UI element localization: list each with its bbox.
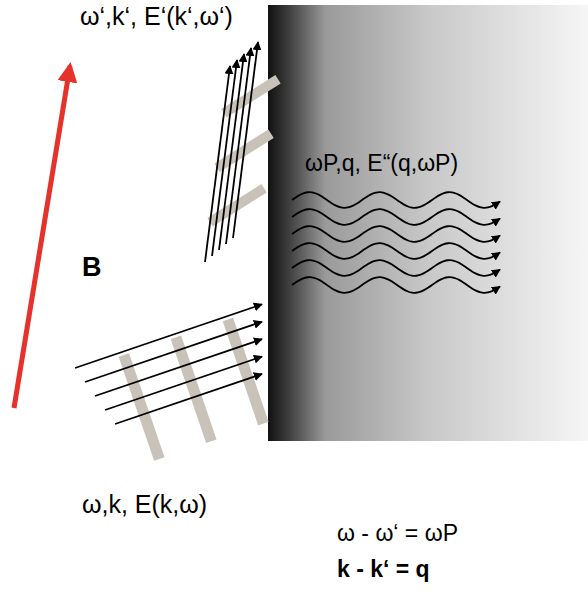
plasmon-wave <box>292 192 500 208</box>
ray-arrow <box>105 357 262 410</box>
plasmon-wave <box>292 209 500 225</box>
magnetic-field-arrow <box>14 66 70 408</box>
energy-conservation: ω - ω‘ = ωP <box>337 520 458 546</box>
field-label: B <box>82 252 102 283</box>
ray-arrow <box>205 66 230 262</box>
plasmon-waves <box>292 192 500 293</box>
ray-arrow <box>95 339 262 396</box>
plasmon-label: ωP,q, E“(q,ωP) <box>305 150 458 176</box>
ray-arrow <box>233 42 258 238</box>
ray-arrow <box>85 322 262 382</box>
wavefront-bar <box>228 320 263 424</box>
metal-surface <box>268 5 588 441</box>
scattered-wave-label: ω‘,k‘, E‘(k‘,ω‘) <box>80 2 233 31</box>
ray-arrow <box>75 304 262 368</box>
ray-arrow <box>115 374 262 424</box>
plasmon-wave <box>292 277 500 293</box>
scattered-beam <box>205 42 278 262</box>
ray-arrow <box>212 60 237 256</box>
plasmon-wave <box>292 226 500 242</box>
ray-arrow <box>226 48 251 244</box>
ray-arrow <box>219 54 244 250</box>
incident-beam <box>75 304 263 459</box>
wavefront-bar <box>124 355 159 459</box>
momentum-conservation: k - k‘ = q <box>337 556 430 582</box>
incident-wave-label: ω,k, E(k,ω) <box>82 490 207 519</box>
plasmon-wave <box>292 243 500 259</box>
plasmon-wave <box>292 260 500 276</box>
wavefront-bar <box>176 337 211 441</box>
